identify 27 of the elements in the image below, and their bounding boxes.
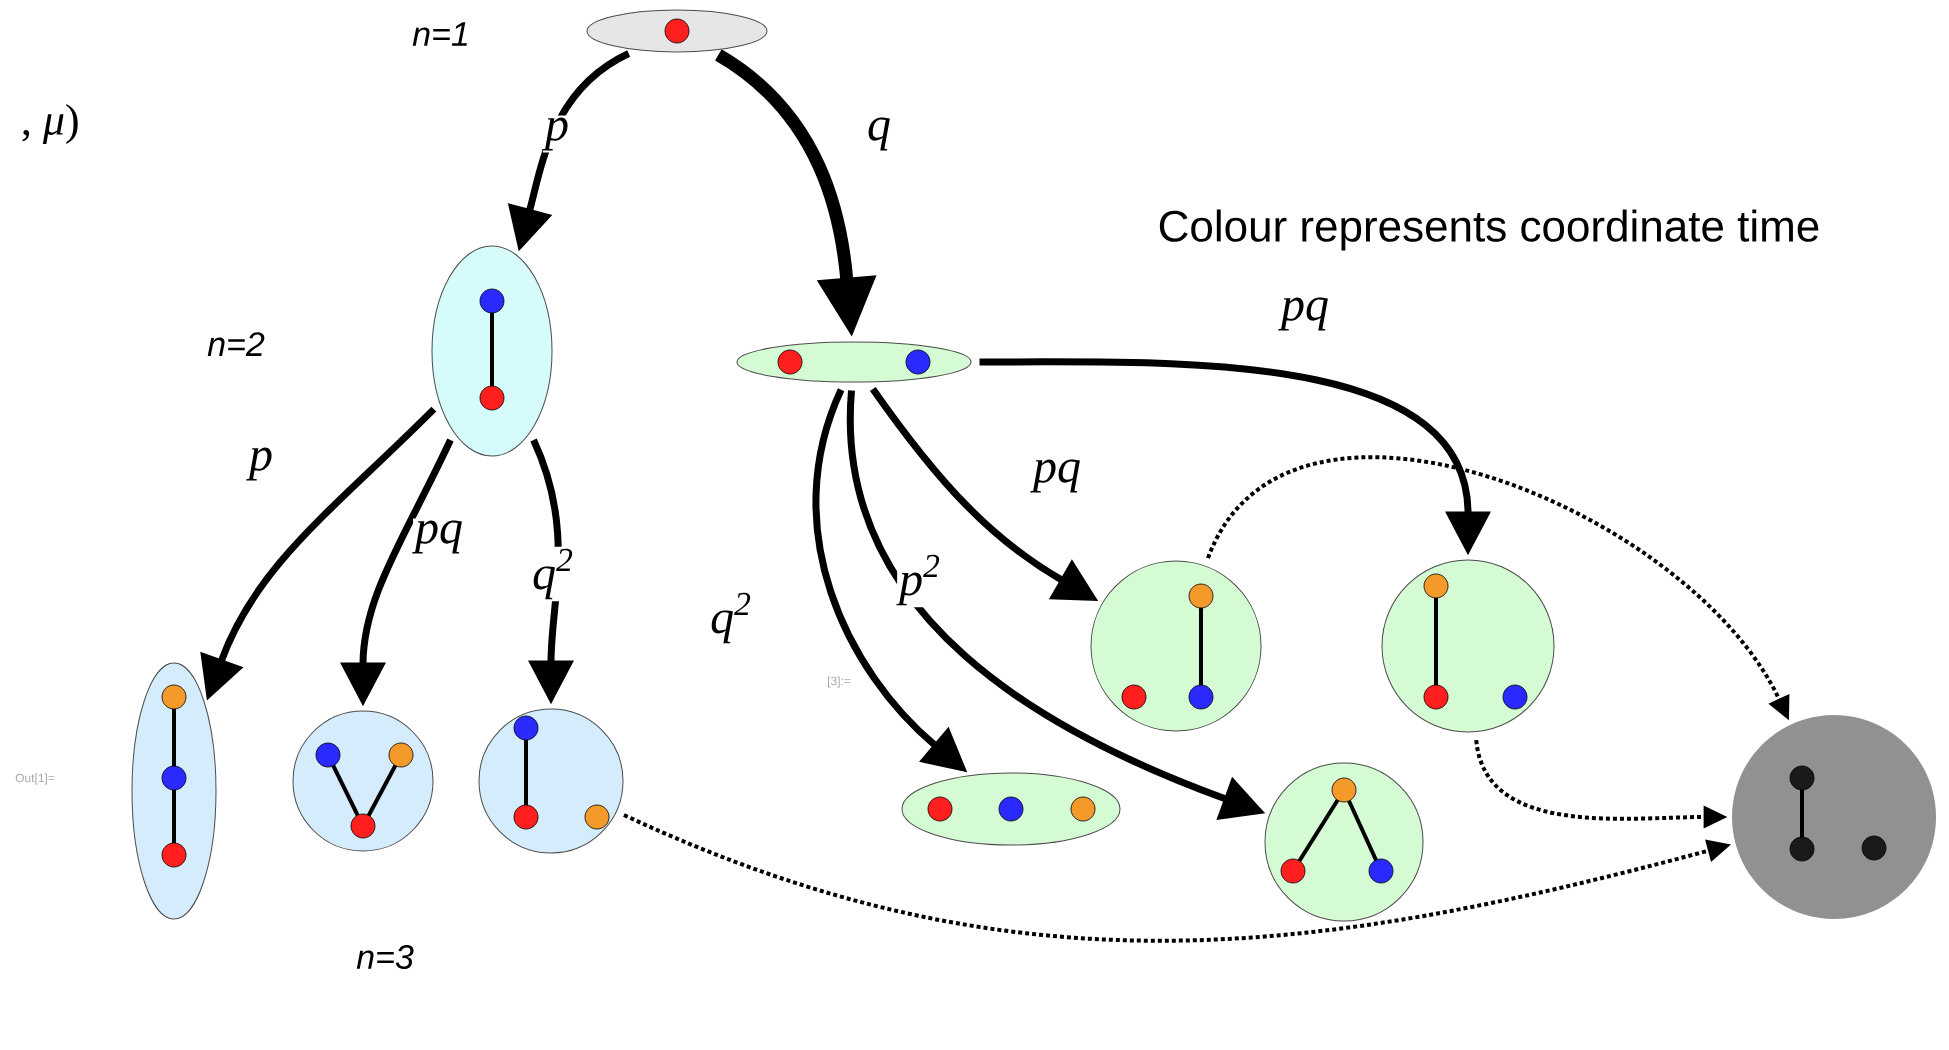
edge-label: p$^{2}$	[896, 552, 943, 608]
graph-bubble	[1732, 715, 1936, 919]
graph-bubble	[131, 662, 217, 920]
graph-bubble	[901, 772, 1121, 846]
prompt-text: [3]:=	[828, 676, 851, 688]
edge-label: q	[865, 115, 893, 153]
graph-bubble	[478, 708, 624, 854]
edge-label: p	[246, 445, 275, 483]
edge-label: pq	[1278, 295, 1331, 333]
graph-bubble	[1264, 762, 1424, 922]
edge-label: pq	[412, 518, 465, 556]
graph-bubble	[431, 245, 553, 457]
edge-label: p	[542, 115, 571, 153]
graph-bubble	[1090, 560, 1262, 732]
step-label: n=1	[412, 22, 467, 46]
formula-fragment: , μ)	[22, 104, 78, 144]
step-label: n=2	[207, 332, 265, 356]
edge-label: q$^{2}$	[530, 546, 576, 602]
step-label: n=3	[356, 944, 414, 970]
graph-bubble	[1381, 559, 1555, 733]
edge-label: q$^{2}$	[708, 590, 754, 646]
edge-label: pq	[1030, 457, 1083, 495]
note-text: Colour represents coordinate time	[1159, 209, 1819, 251]
graph-bubble	[736, 341, 972, 383]
prompt-text: Out[1]=	[15, 773, 55, 785]
graph-bubble	[292, 710, 434, 852]
graph-bubble	[586, 9, 768, 53]
